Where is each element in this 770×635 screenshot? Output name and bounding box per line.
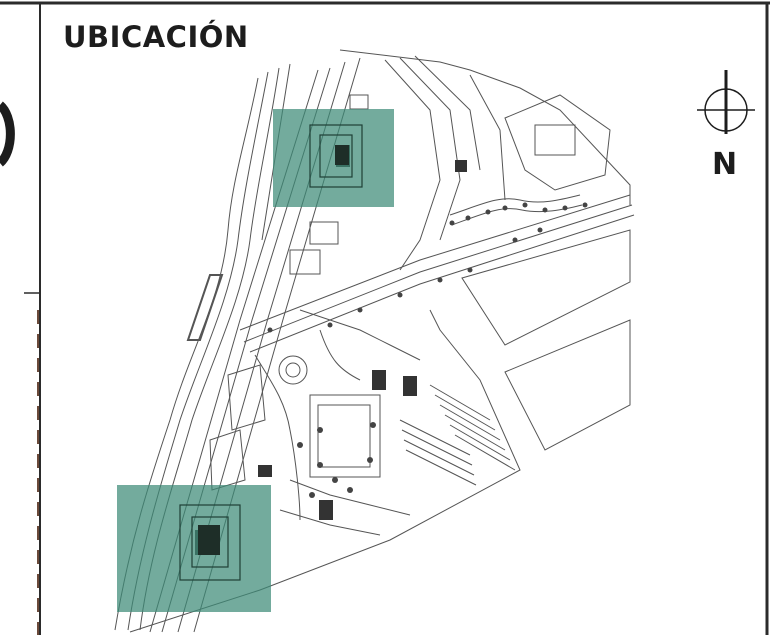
highlighted-building-core: [198, 145, 349, 555]
highlight-building-north: [273, 109, 394, 207]
highlight-building-south: [117, 485, 271, 612]
north-label: N: [712, 147, 738, 182]
section-title: UBICACIÓN: [63, 20, 249, 54]
tree-markers: [267, 202, 588, 498]
highlighted-building-outlines: [179, 124, 363, 581]
north-arrow-icon: [697, 70, 755, 134]
cropped-circle-mark: [0, 101, 15, 167]
